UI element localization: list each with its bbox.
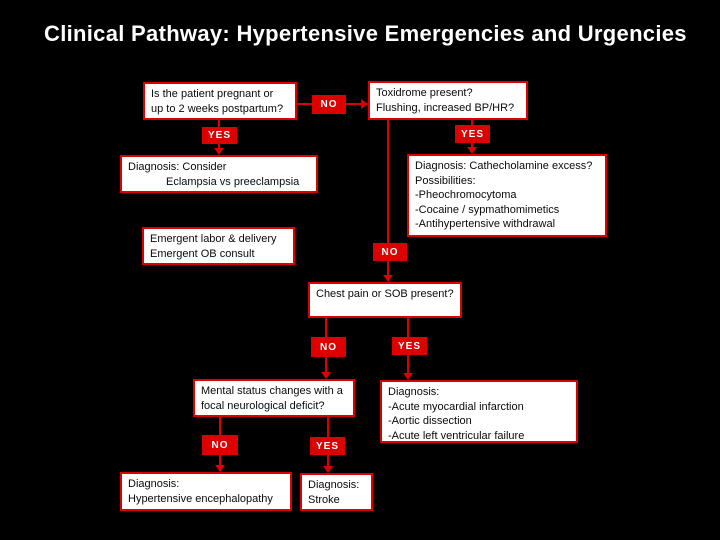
page-title: Clinical Pathway: Hypertensive Emergenci… [44,21,687,46]
node-cardiac-diagnosis: Diagnosis: -Acute myocardial infarction … [380,380,578,443]
node-line: Diagnosis: Cathecholamine excess? [415,160,593,172]
label-no-2: NO [373,243,407,261]
connector-no-to-chest [387,120,389,276]
label-yes-3: YES [392,337,427,355]
node-line: up to 2 weeks postpartum? [151,102,284,115]
node-encephalopathy-diagnosis: Diagnosis: Hypertensive encephalopathy [120,472,292,511]
arrow-down-icon [214,148,224,155]
node-line: Flushing, increased BP/HR? [376,101,515,114]
label-yes-1: YES [202,127,237,144]
label-yes-2: YES [455,125,490,143]
node-line: Diagnosis: Consider [128,161,227,173]
node-stroke-diagnosis: Diagnosis: Stroke [300,473,373,511]
node-line: Chest pain or SOB present? [316,288,454,300]
arrow-down-icon [403,373,413,380]
node-line: Toxidrome present? [376,87,473,99]
node-mental-status-question: Mental status changes with a focal neuro… [193,379,355,417]
node-pregnant-question: Is the patient pregnant or up to 2 weeks… [143,82,297,120]
node-chest-pain-question: Chest pain or SOB present? [308,282,462,318]
label-yes-4: YES [310,437,345,455]
label-no-3: NO [311,337,346,357]
arrow-down-icon [321,372,331,379]
label-no-1: NO [312,95,346,114]
node-line: Mental status changes with a [201,385,343,397]
node-line: Possibilities: [415,174,476,187]
node-line: Diagnosis: [128,478,180,490]
node-line: Emergent OB consult [150,247,255,260]
node-line: -Acute myocardial infarction [388,400,524,413]
arrow-down-icon [323,466,333,473]
label-no-4: NO [202,435,238,455]
node-eclampsia-diagnosis: Diagnosis: Consider Eclampsia vs preecla… [120,155,318,193]
arrow-down-icon [467,147,477,154]
node-emergent-action: Emergent labor & delivery Emergent OB co… [142,227,295,265]
node-line: focal neurological deficit? [201,399,325,412]
arrow-down-icon [215,465,225,472]
node-line: -Cocaine / sypmathomimetics [415,203,560,216]
node-line: Diagnosis: [308,479,360,491]
node-line: Emergent labor & delivery [150,233,277,245]
node-line: -Pheochromocytoma [415,189,517,201]
node-toxidrome-question: Toxidrome present? Flushing, increased B… [368,81,528,120]
arrow-right-icon [361,99,368,109]
node-line: -Aortic dissection [388,415,472,427]
node-catecholamine-diagnosis: Diagnosis: Cathecholamine excess? Possib… [407,154,607,237]
node-line: Diagnosis: [388,386,440,398]
node-line: -Antihypertensive withdrawal [415,218,556,230]
node-line: Is the patient pregnant or [151,88,274,100]
node-line: Eclampsia vs preeclampsia [166,175,300,188]
arrow-down-icon [383,275,393,282]
node-line: -Acute left ventricular failure [388,429,525,442]
node-line: Hypertensive encephalopathy [128,492,273,505]
node-line: Stroke [308,493,340,506]
